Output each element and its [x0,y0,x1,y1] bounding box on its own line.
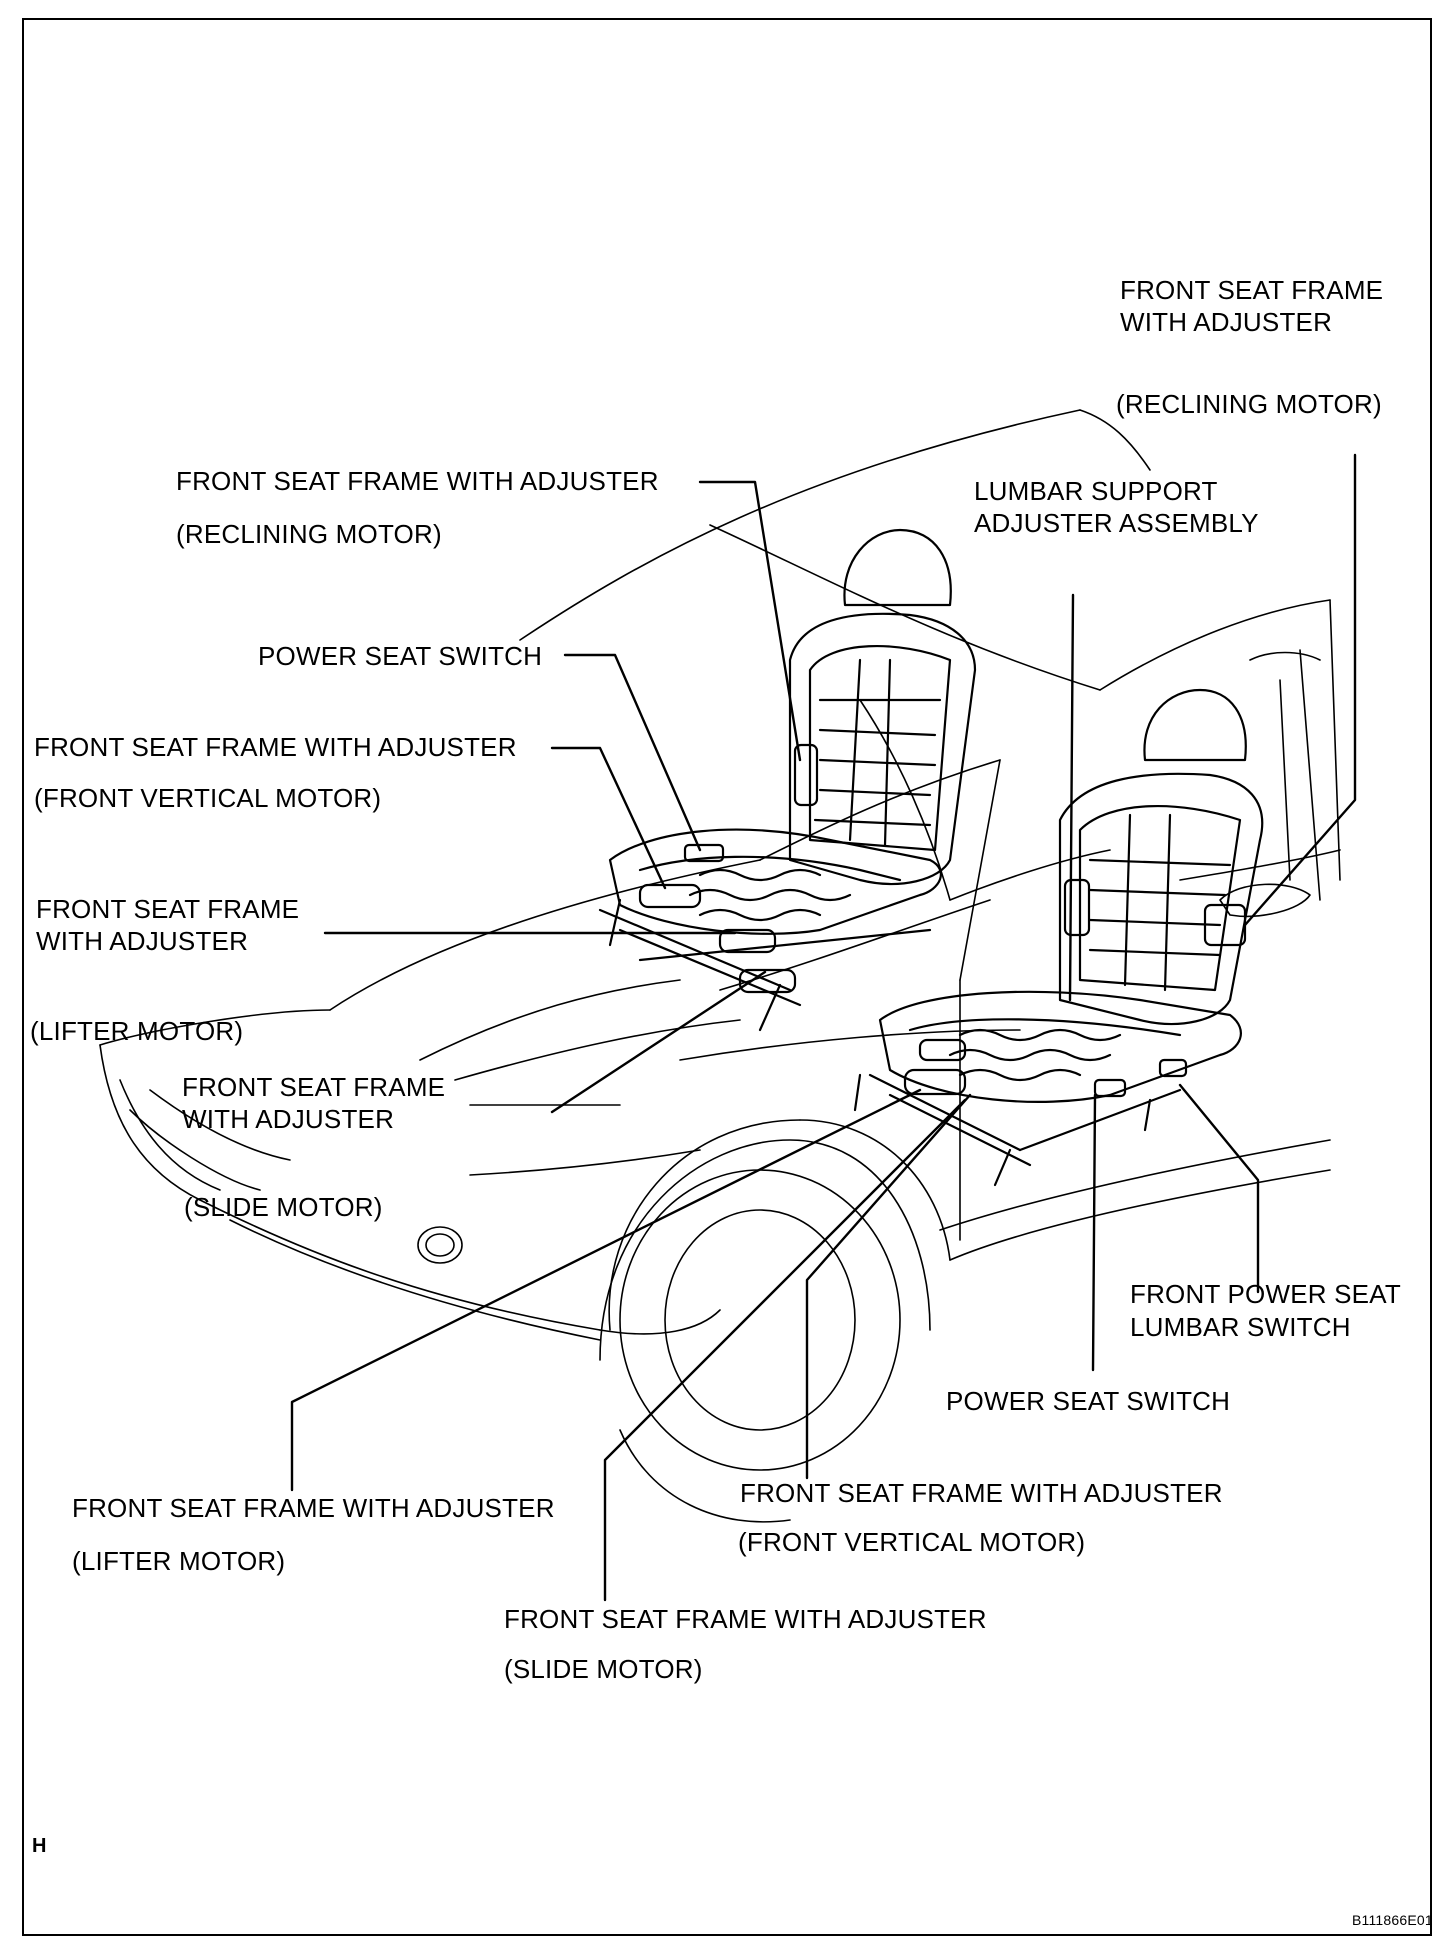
l-lifter-label-line1: FRONT SEAT FRAME [36,894,300,924]
l-lifter-label-line3: (LIFTER MOTOR) [30,1016,244,1046]
l-front-vertical-label-line1: FRONT SEAT FRAME WITH ADJUSTER [34,732,517,762]
rr-reclining-label-line3: (RECLINING MOTOR) [1116,389,1382,419]
diagram-frame [22,18,1432,1936]
r-power-seat-switch-label: POWER SEAT SWITCH [946,1386,1231,1416]
l-power-seat-switch-label: POWER SEAT SWITCH [258,641,543,671]
r-front-vertical-label-line2: (FRONT VERTICAL MOTOR) [738,1527,1086,1557]
l-front-vertical-label-line2: (FRONT VERTICAL MOTOR) [34,783,382,813]
rr-reclining-label-line2: WITH ADJUSTER [1120,307,1333,337]
l-lifter-label-line2: WITH ADJUSTER [36,926,249,956]
r-lumbar-switch-label-line2: LUMBAR SWITCH [1130,1312,1351,1342]
rr-reclining-label-line1: FRONT SEAT FRAME [1120,275,1384,305]
l-slide-label-line2: WITH ADJUSTER [182,1104,395,1134]
figure-code: B111866E01 [1352,1912,1433,1928]
r-front-vertical-label-line1: FRONT SEAT FRAME WITH ADJUSTER [740,1478,1223,1508]
l-slide-label-line3: (SLIDE MOTOR) [184,1192,383,1222]
r-lifter-label-line2: (LIFTER MOTOR) [72,1546,286,1576]
lumbar-support-label-line1: LUMBAR SUPPORT [974,476,1218,506]
r-lifter-label-line1: FRONT SEAT FRAME WITH ADJUSTER [72,1493,555,1523]
vehicle-body [99,409,1341,1523]
r-lumbar-switch-label-line1: FRONT POWER SEAT [1130,1279,1401,1309]
leader-lines [290,453,1357,1602]
l-reclining-label-line2: (RECLINING MOTOR) [176,519,442,549]
r-slide-label-line1: FRONT SEAT FRAME WITH ADJUSTER [504,1604,987,1634]
r-slide-label-line2: (SLIDE MOTOR) [504,1654,703,1684]
lumbar-support-label-line2: ADJUSTER ASSEMBLY [974,508,1259,538]
l-reclining-label-line1: FRONT SEAT FRAME WITH ADJUSTER [176,466,659,496]
corner-mark: H [32,1835,47,1857]
l-slide-label-line1: FRONT SEAT FRAME [182,1072,446,1102]
left-seat [598,528,977,1032]
